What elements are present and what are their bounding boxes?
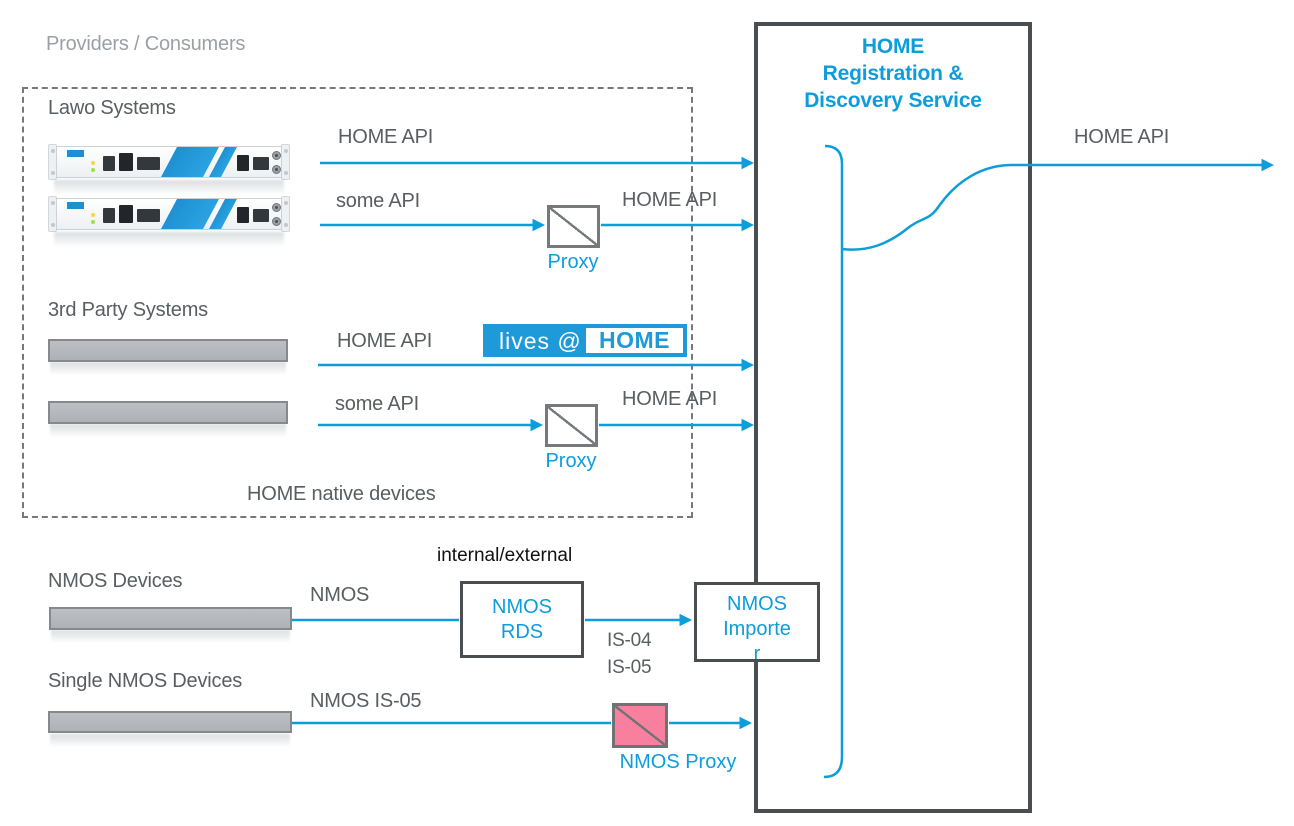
- home-api-label-lawo: HOME API: [338, 126, 434, 148]
- nmos-rds-line-2: RDS: [500, 621, 544, 643]
- is04-label: IS-04: [607, 630, 652, 651]
- device-mount-ear: [281, 144, 290, 180]
- logo-lives-text: lives @: [499, 327, 582, 354]
- service-title-line-1: HOME: [861, 35, 925, 58]
- device-front-panel: [56, 146, 282, 178]
- third-party-device-bar-1: [48, 339, 288, 362]
- nmos-device-bar: [49, 607, 292, 630]
- home-native-devices-label: HOME native devices: [247, 483, 436, 505]
- proxy-box-lawo: [547, 205, 600, 248]
- providers-consumers-label: Providers / Consumers: [46, 33, 246, 55]
- logo-home-text: HOME: [586, 327, 683, 353]
- nmos-importer-line-3: r: [753, 643, 761, 662]
- lives-at-home-logo: lives @ HOME: [483, 324, 687, 357]
- nmos-rds-box: NMOS RDS: [460, 581, 584, 658]
- nmos-is05-label: NMOS IS-05: [310, 690, 422, 712]
- nmos-rds-line-1: NMOS: [492, 596, 552, 618]
- third-party-systems-label: 3rd Party Systems: [48, 299, 208, 321]
- service-box-title: HOME Registration & Discovery Service: [754, 33, 1032, 114]
- device-reflection: [54, 232, 284, 247]
- nmos-importer-line-2: Importe: [723, 618, 791, 640]
- nmos-importer-box: NMOS Importe r: [694, 582, 820, 662]
- device-front-panel: [56, 198, 282, 230]
- proxy-box-third: [545, 404, 598, 447]
- service-box: [754, 22, 1032, 813]
- nmos-proxy-box: [612, 703, 668, 748]
- third-party-device-bar-2: [48, 401, 288, 424]
- some-api-label-third: some API: [335, 393, 419, 415]
- home-api-label-third: HOME API: [337, 330, 433, 352]
- lawo-device-image-2: [48, 196, 290, 247]
- lawo-systems-label: Lawo Systems: [48, 97, 176, 119]
- is05-label: IS-05: [607, 657, 652, 678]
- home-api-output-label: HOME API: [1074, 126, 1170, 148]
- home-api-out-label-third: HOME API: [622, 388, 718, 410]
- proxy-label-third: Proxy: [545, 450, 597, 472]
- device-mount-ear: [281, 196, 290, 232]
- single-nmos-device-bar: [48, 711, 292, 733]
- some-api-label-lawo: some API: [336, 190, 420, 212]
- nmos-label: NMOS: [310, 584, 370, 606]
- single-nmos-devices-label: Single NMOS Devices: [48, 670, 243, 692]
- service-title-line-2: Registration &: [822, 62, 964, 85]
- internal-external-label: internal/external: [437, 545, 573, 566]
- device-reflection: [54, 180, 284, 195]
- lawo-device-image-1: [48, 144, 290, 195]
- nmos-devices-label: NMOS Devices: [48, 570, 183, 592]
- native-devices-group-box: [22, 87, 693, 518]
- nmos-importer-line-1: NMOS: [727, 593, 787, 615]
- proxy-label-lawo: Proxy: [547, 251, 599, 273]
- home-api-out-label-lawo: HOME API: [622, 189, 718, 211]
- nmos-proxy-label: NMOS Proxy: [619, 751, 737, 773]
- service-title-line-3: Discovery Service: [804, 89, 982, 112]
